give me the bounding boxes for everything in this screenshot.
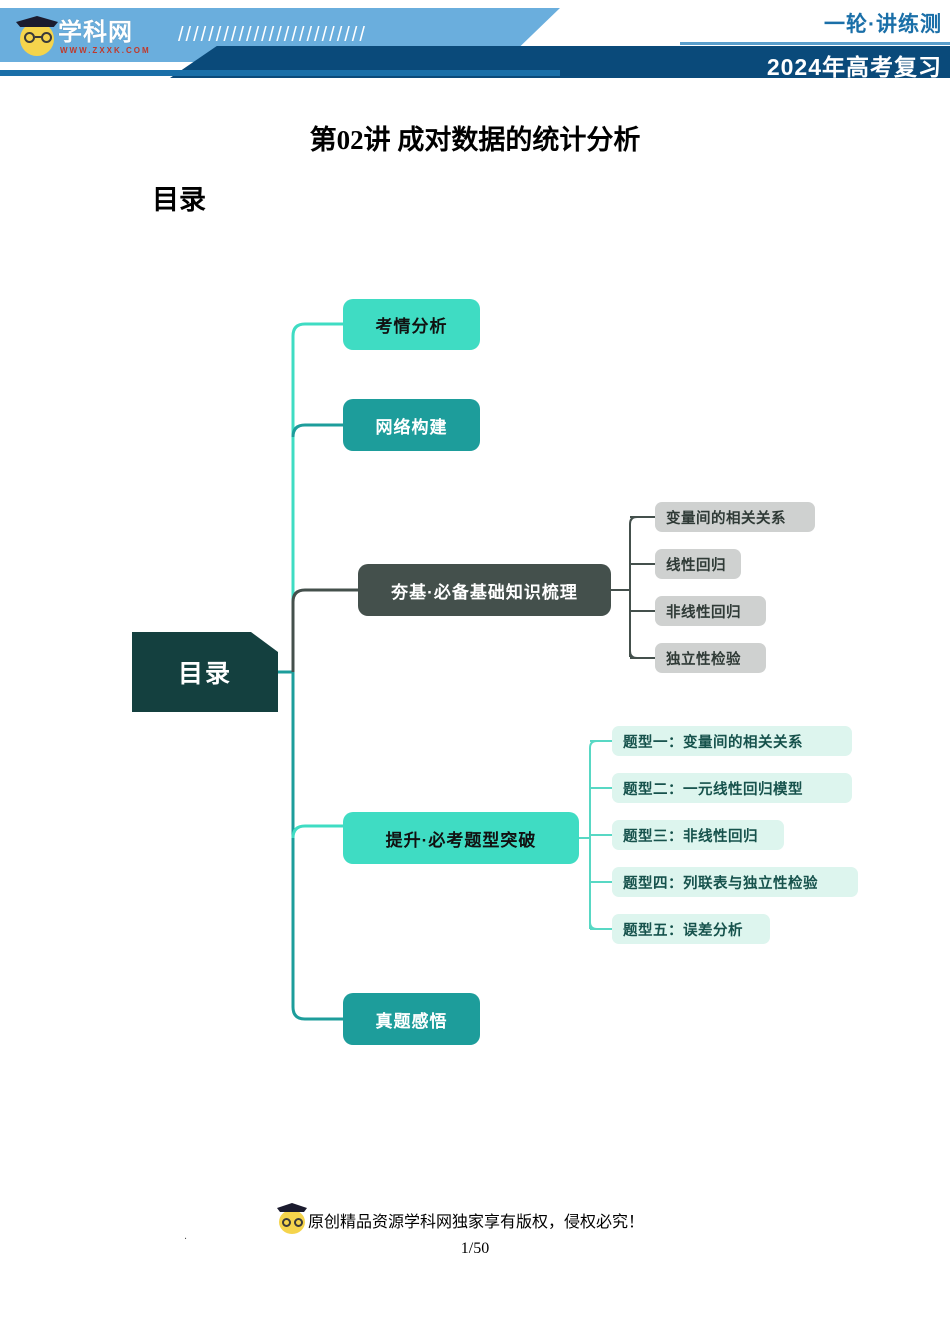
subnode-label: 题型二：一元线性回归模型 <box>623 781 803 798</box>
mindmap-node-hangji-jichu[interactable]: 夯基·必备基础知识梳理 <box>358 564 611 616</box>
glasses-left-lens-icon <box>24 32 35 43</box>
logo-brand-text: 学科网 <box>58 19 133 46</box>
footer-glasses-left-lens-icon <box>282 1218 291 1227</box>
footer-glasses-icon <box>282 1218 303 1228</box>
footer-graduation-cap-icon <box>277 1203 307 1212</box>
section-label: 目录 <box>152 185 206 215</box>
mindmap-root-label: 目录 <box>177 660 232 688</box>
logo-url-text: WWW.ZXXK.COM <box>60 46 151 55</box>
footer-copyright: 原创精品资源学科网独家享有版权，侵权必究！ <box>308 1214 645 1231</box>
mindmap-subnode-duli-xing-jianyan[interactable]: 独立性检验 <box>655 643 766 673</box>
mindmap-node-wangluo-goujian[interactable]: 网络构建 <box>343 399 480 451</box>
mindmap-subnode-tixing-yi[interactable]: 题型一：变量间的相关关系 <box>612 726 852 756</box>
zxxk-logo: 学科网 WWW.ZXXK.COM <box>14 14 164 58</box>
subnode-label: 题型一：变量间的相关关系 <box>623 734 803 751</box>
node-label: 夯基·必备基础知识梳理 <box>391 582 578 602</box>
node-label: 考情分析 <box>375 317 448 336</box>
header-year-label: 2024年高考复习 <box>766 54 942 80</box>
header-slash-decoration: ///////////////////////// <box>178 24 367 46</box>
subnode-label: 题型四：列联表与独立性检验 <box>623 875 818 892</box>
glasses-bridge-icon <box>35 36 43 38</box>
header-series-label: 一轮·讲练测 <box>824 13 942 36</box>
page-title: 第02讲 成对数据的统计分析 <box>309 125 641 155</box>
subnode-label: 题型五：误差分析 <box>623 922 743 939</box>
mindmap-subnode-bianliang-xiangguan[interactable]: 变量间的相关关系 <box>655 502 815 532</box>
mindmap-node-zhenti-ganwu[interactable]: 真题感悟 <box>343 993 480 1045</box>
page-header: 学科网 WWW.ZXXK.COM ///////////////////////… <box>0 0 950 92</box>
subnode-label: 题型三：非线性回归 <box>623 828 758 845</box>
header-right-underline <box>680 42 950 45</box>
footer-logo-badge <box>276 1203 308 1234</box>
mindmap-subnode-feixianxing-huigui[interactable]: 非线性回归 <box>655 596 766 626</box>
header-rule <box>0 70 560 76</box>
page-number: 1/50 <box>460 1240 490 1257</box>
mindmap-node-tisheng-tixing[interactable]: 提升·必考题型突破 <box>343 812 579 864</box>
subnode-label: 线性回归 <box>666 557 726 574</box>
glasses-icon <box>24 32 52 44</box>
subnode-label: 独立性检验 <box>666 651 741 668</box>
mindmap-root-node[interactable]: 目录 <box>132 632 278 712</box>
node-label: 提升·必考题型突破 <box>385 830 537 850</box>
subnode-label: 变量间的相关关系 <box>666 510 786 527</box>
mindmap-subnode-tixing-er[interactable]: 题型二：一元线性回归模型 <box>612 773 852 803</box>
mindmap-subnode-tixing-san[interactable]: 题型三：非线性回归 <box>612 820 784 850</box>
graduation-cap-icon <box>16 16 58 27</box>
mindmap-subnode-tixing-si[interactable]: 题型四：列联表与独立性检验 <box>612 867 858 897</box>
node-label: 真题感悟 <box>375 1011 448 1031</box>
subnode-label: 非线性回归 <box>666 604 741 621</box>
mindmap-subnode-tixing-wu[interactable]: 题型五：误差分析 <box>612 914 770 944</box>
mindmap-subnode-xianxing-huigui[interactable]: 线性回归 <box>655 549 741 579</box>
footer-stray-dot: . <box>184 1230 188 1242</box>
mindmap-node-kaoqing-fenxi[interactable]: 考情分析 <box>343 299 480 350</box>
footer-glasses-right-lens-icon <box>294 1218 303 1227</box>
node-label: 网络构建 <box>375 417 448 437</box>
